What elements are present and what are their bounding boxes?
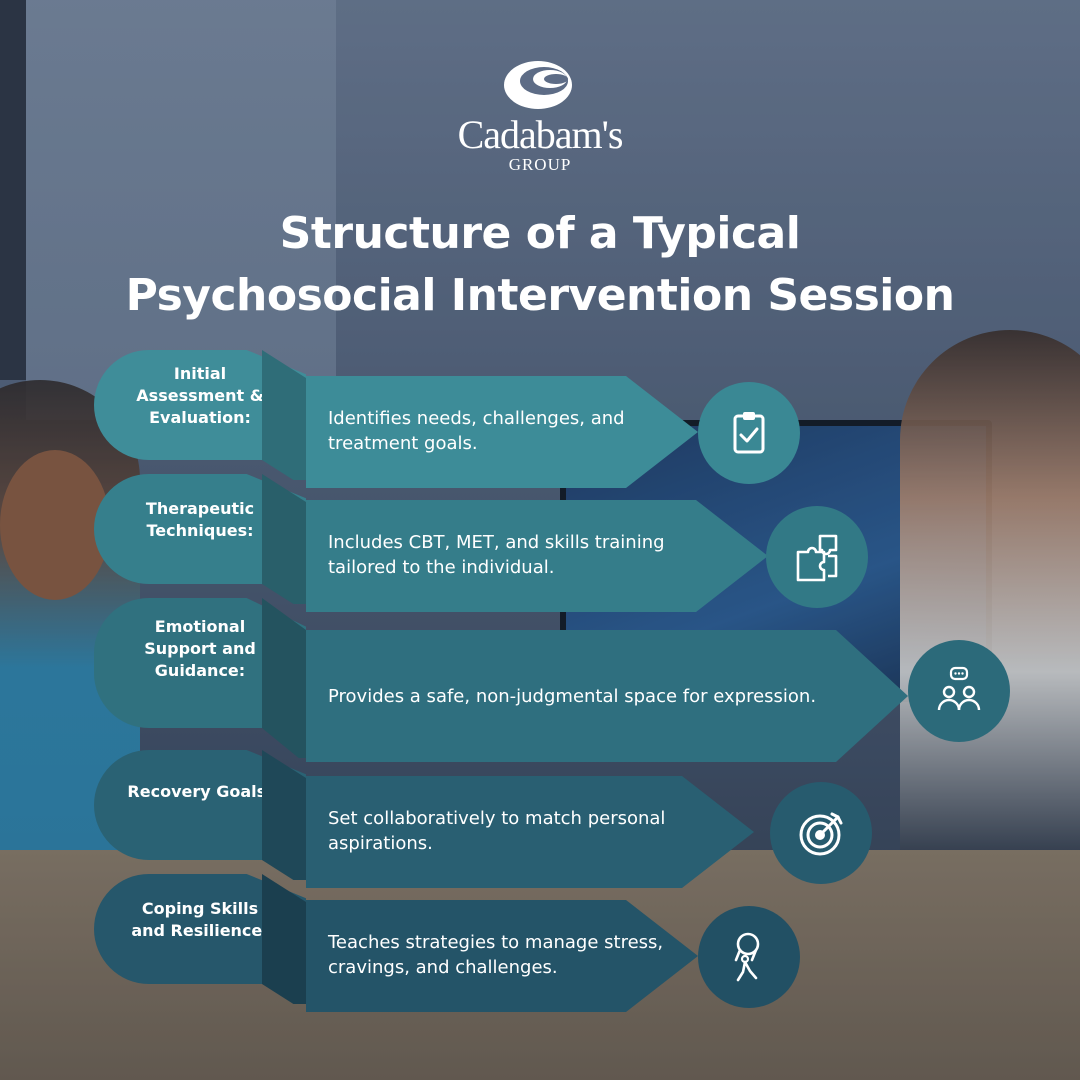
title-line-1: Structure of a Typical xyxy=(279,208,801,259)
step-1-icon-circle xyxy=(698,382,800,484)
step-5-icon-circle xyxy=(698,906,800,1008)
step-5-label: Coping Skills and Resilience: xyxy=(131,899,269,940)
step-3-arrow xyxy=(306,630,908,762)
conversation-icon xyxy=(937,666,981,711)
step-5-fold xyxy=(262,874,306,1004)
clipboard-check-icon xyxy=(733,412,765,454)
step-4-label: Recovery Goals: xyxy=(127,782,273,801)
brand-sub: GROUP xyxy=(508,155,572,174)
step-1-description: Identifies needs, challenges, and treatm… xyxy=(328,408,625,454)
step-5-description-box: Teaches strategies to manage stress, cra… xyxy=(306,900,686,1010)
step-1-label: Initial Assessment & Evaluation: xyxy=(136,364,264,427)
person-lifting-icon xyxy=(734,932,760,982)
puzzle-icon xyxy=(796,534,838,582)
step-2-label: Therapeutic Techniques: xyxy=(145,499,255,540)
step-2-description: Includes CBT, MET, and skills training t… xyxy=(328,532,665,578)
title-line-2: Psychosocial Intervention Session xyxy=(125,270,955,321)
step-4-description: Set collaboratively to match personal as… xyxy=(328,808,666,854)
step-3-icon-circle xyxy=(908,640,1010,742)
step-3-description: Provides a safe, non-judgmental space fo… xyxy=(328,685,817,707)
step-4-arrow xyxy=(306,776,754,888)
target-icon xyxy=(799,812,843,856)
step-1-description-box: Identifies needs, challenges, and treatm… xyxy=(306,376,626,486)
step-2-icon-circle xyxy=(766,506,868,608)
step-4-fold xyxy=(262,750,306,880)
step-3-fold xyxy=(262,598,306,758)
page-title: Structure of a Typical Psychosocial Inte… xyxy=(60,203,1020,327)
step-2-fold xyxy=(262,474,306,604)
step-1-fold xyxy=(262,350,306,480)
step-4-description-box: Set collaboratively to match personal as… xyxy=(306,776,706,886)
step-4-icon-circle xyxy=(770,782,872,884)
step-5-arrow xyxy=(306,900,698,1012)
brand-logo: Cadabam's GROUP xyxy=(440,55,640,175)
step-2-description-box: Includes CBT, MET, and skills training t… xyxy=(306,500,706,610)
step-1-arrow xyxy=(306,376,698,488)
logo-swirl-icon xyxy=(500,55,580,111)
step-2-arrow xyxy=(306,500,768,612)
step-5-description: Teaches strategies to manage stress, cra… xyxy=(328,932,664,978)
step-3-description-box: Provides a safe, non-judgmental space fo… xyxy=(306,630,886,762)
step-3-label: Emotional Support and Guidance: xyxy=(144,617,256,680)
brand-name: Cadabam's xyxy=(457,112,624,157)
